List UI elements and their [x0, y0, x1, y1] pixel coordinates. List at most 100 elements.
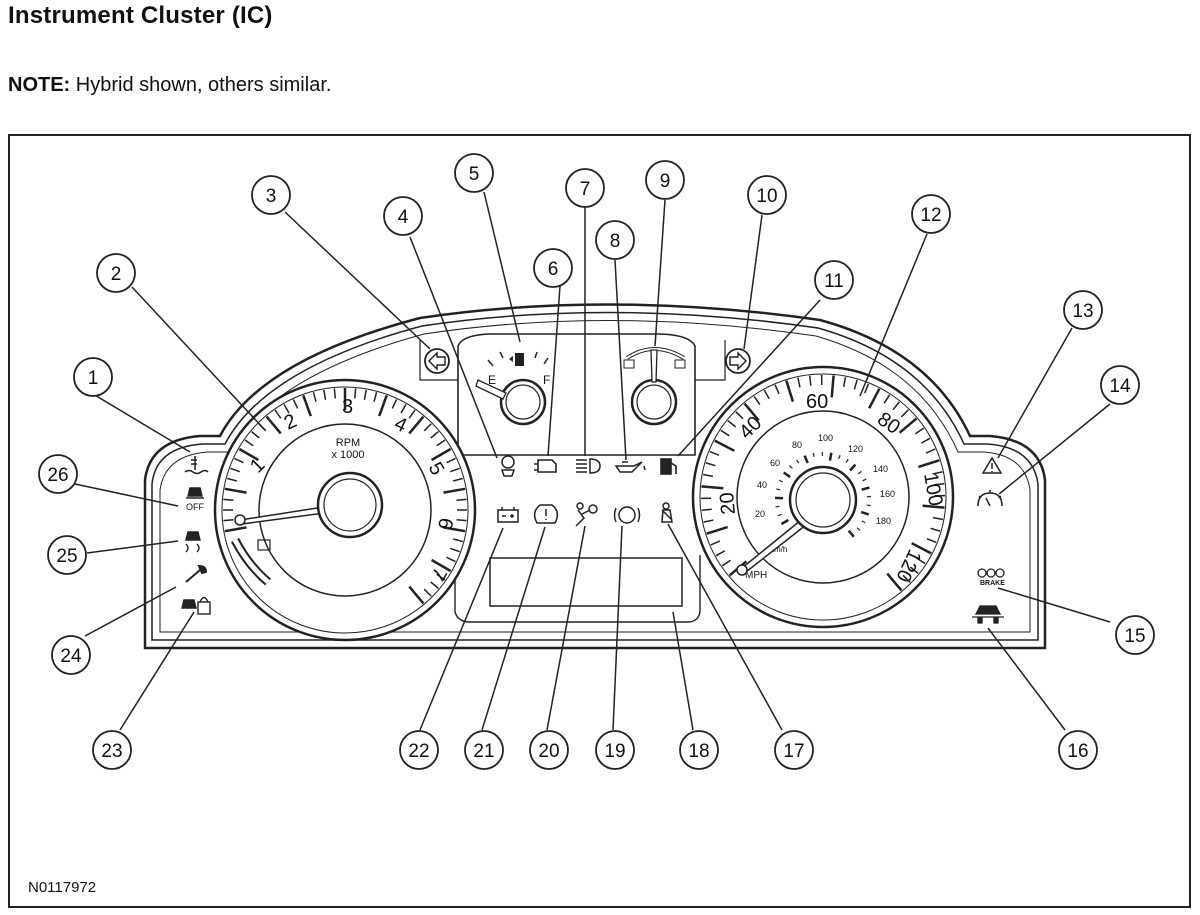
callout-number: 6	[548, 259, 559, 280]
tick-mark	[902, 574, 911, 583]
tick-mark	[378, 394, 388, 417]
tick-mark	[302, 394, 312, 417]
tick-mark	[932, 516, 944, 521]
tick-mark	[244, 439, 254, 447]
seatbelt-icon	[661, 502, 673, 523]
tick-mark	[720, 429, 730, 437]
callout-number: 4	[398, 207, 409, 228]
tick-mark	[456, 498, 467, 501]
tick-mark	[861, 520, 866, 524]
low-fuel-icon	[660, 458, 677, 475]
tick-mark	[883, 394, 891, 404]
callout-number: 9	[660, 171, 671, 192]
rpm-multiplier-label: x 1000	[331, 449, 364, 461]
tick-mark	[777, 513, 782, 517]
tick-mark	[860, 510, 870, 516]
charging-system-icon	[497, 507, 519, 523]
callout-5: 5	[454, 153, 494, 193]
tick-mark	[715, 550, 726, 557]
tick-mark	[776, 488, 781, 491]
tick-mark	[727, 420, 737, 428]
right-turn-arrow-icon	[725, 348, 751, 374]
mph-number-20: 20	[716, 491, 740, 515]
tick-mark	[743, 402, 760, 422]
callout-4: 4	[383, 196, 423, 236]
kmh-number-160: 160	[880, 489, 895, 499]
tick-mark	[223, 519, 234, 522]
tick-mark	[753, 395, 761, 405]
tick-mark	[265, 415, 282, 435]
tick-mark	[251, 431, 260, 439]
tick-mark	[789, 465, 793, 469]
tick-mark	[446, 556, 456, 563]
tick-mark	[705, 462, 716, 467]
callout-25: 25	[47, 535, 87, 575]
callout-17: 17	[774, 730, 814, 770]
tick-mark	[849, 463, 857, 472]
tick-mark	[430, 431, 439, 439]
callout-14: 14	[1100, 365, 1140, 405]
tick-mark	[926, 538, 937, 544]
tick-mark	[333, 388, 336, 399]
tick-mark	[423, 423, 432, 432]
tick-mark	[363, 389, 367, 400]
callout-20: 20	[529, 730, 569, 770]
wrench-icon	[185, 564, 208, 583]
tick-mark	[238, 447, 260, 462]
kmh-unit-label: km/h	[770, 545, 787, 554]
tick-mark	[230, 467, 241, 473]
tick-mark	[932, 471, 943, 475]
kmh-number-20: 20	[755, 509, 765, 519]
tick-mark	[292, 399, 299, 409]
tick-mark	[224, 526, 247, 533]
kmh-tick-marks	[774, 451, 871, 538]
callout-number: 19	[604, 741, 625, 762]
stability-control-icon	[185, 531, 201, 553]
callout-26: 26	[38, 454, 78, 494]
tick-mark	[323, 389, 327, 400]
message-center-display	[489, 557, 683, 607]
tick-mark	[916, 557, 926, 565]
tick-mark	[857, 470, 862, 475]
tick-mark	[456, 519, 467, 522]
airbag-icon	[575, 502, 598, 527]
callout-10: 10	[747, 175, 787, 215]
tick-mark	[274, 409, 282, 419]
tick-mark	[430, 558, 452, 573]
tick-mark	[911, 542, 932, 555]
tick-mark	[925, 448, 936, 454]
tick-mark	[785, 380, 795, 403]
tachometer: 1 2 3 4 5 6 7 RPM x 1000	[213, 378, 477, 642]
tick-mark	[446, 457, 456, 464]
tick-mark	[782, 471, 791, 479]
tick-mark	[830, 375, 835, 398]
callout-number: 20	[538, 741, 559, 762]
callout-8: 8	[595, 220, 635, 260]
callout-7: 7	[565, 168, 605, 208]
tick-mark	[917, 459, 940, 469]
callout-number: 12	[920, 205, 941, 226]
tick-mark	[436, 439, 446, 447]
callout-number: 26	[47, 465, 68, 486]
speed-control-icon	[977, 490, 1003, 507]
callout-number: 5	[469, 164, 480, 185]
figure-frame	[8, 134, 1191, 908]
four-wheel-drive-icon	[972, 605, 1004, 624]
tick-mark	[856, 527, 861, 531]
callout-2: 2	[96, 253, 136, 293]
tick-mark	[312, 391, 317, 403]
note-text: Hybrid shown, others similar.	[75, 74, 332, 96]
tick-mark	[423, 588, 432, 597]
traction-control-off-icon: OFF	[186, 487, 204, 512]
fuel-empty-label: E	[488, 373, 496, 387]
left-turn-arrow-icon	[424, 348, 450, 374]
mph-number-60: 60	[806, 391, 828, 413]
tick-mark	[847, 529, 855, 538]
tick-mark	[373, 391, 378, 403]
callout-1: 1	[73, 357, 113, 397]
tick-mark	[796, 459, 800, 464]
tick-mark	[283, 403, 290, 414]
tick-mark	[922, 504, 945, 509]
note-label: NOTE:	[8, 74, 71, 96]
